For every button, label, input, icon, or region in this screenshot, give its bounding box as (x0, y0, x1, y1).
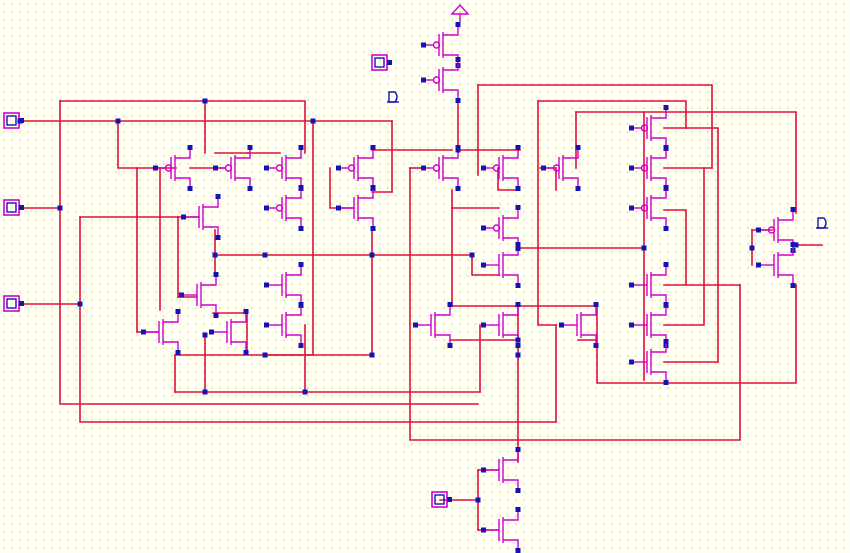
pmos-transistor[interactable] (421, 57, 461, 103)
pmos-transistor[interactable] (421, 145, 461, 191)
junction-node (202, 332, 208, 338)
junction-node (515, 352, 521, 358)
input-pad-icon[interactable] (371, 54, 392, 71)
junction-node (515, 245, 521, 251)
pmos-transistor[interactable] (153, 145, 193, 191)
wire-segment (329, 167, 353, 209)
input-pad-icon[interactable] (3, 295, 24, 312)
junction-node (77, 301, 83, 307)
wire-layer (19, 84, 823, 531)
nmos-transistor[interactable] (756, 242, 796, 288)
wire-segment (451, 189, 500, 209)
wire-segment (471, 254, 500, 276)
transistor-layer (141, 22, 796, 553)
pmos-transistor[interactable] (756, 207, 796, 253)
nmos-transistor[interactable] (481, 507, 521, 553)
nmos-transistor[interactable] (481, 447, 521, 493)
wire-segment (497, 167, 519, 191)
nmos-transistor[interactable] (629, 339, 669, 385)
wire-segment (117, 120, 154, 169)
junction-node (369, 252, 375, 258)
junction-node (115, 118, 121, 124)
input-pad-icon[interactable] (3, 199, 24, 216)
nmos-transistor[interactable] (413, 302, 453, 348)
nmos-transistor[interactable] (629, 302, 669, 348)
nmos-transistor[interactable] (181, 194, 221, 240)
output-pin-icon[interactable] (387, 91, 399, 103)
input-pad-icon[interactable] (431, 491, 452, 508)
nmos-transistor[interactable] (264, 302, 304, 348)
wire-segment (409, 167, 741, 441)
junction-node (57, 205, 63, 211)
wire-segment (663, 167, 705, 326)
junction-node (212, 252, 218, 258)
pmos-transistor[interactable] (264, 185, 304, 231)
pmos-transistor[interactable] (629, 145, 669, 191)
wire-segment (663, 209, 687, 286)
junction-node (515, 337, 521, 343)
pmos-transistor[interactable] (213, 145, 253, 191)
node-layer (17, 98, 799, 503)
pmos-transistor[interactable] (481, 205, 521, 251)
pmos-transistor[interactable] (264, 145, 304, 191)
wire-segment (685, 127, 719, 363)
junction-node (262, 352, 268, 358)
nmos-transistor[interactable] (559, 302, 599, 348)
wire-segment (477, 84, 713, 169)
nmos-transistor[interactable] (336, 185, 376, 231)
pmos-transistor[interactable] (421, 22, 461, 68)
wire-segment (596, 284, 797, 384)
nmos-transistor[interactable] (481, 302, 521, 348)
wire-segment (59, 100, 306, 154)
junction-node (202, 389, 208, 395)
wire-segment (264, 227, 373, 356)
junction-node (310, 118, 316, 124)
pmos-transistor[interactable] (481, 145, 521, 191)
nmos-transistor[interactable] (481, 242, 521, 288)
junction-node (455, 147, 461, 153)
wire-segment (264, 120, 314, 356)
nmos-transistor[interactable] (141, 309, 181, 355)
pmos-transistor[interactable] (336, 145, 376, 191)
wire-segment (79, 216, 557, 423)
nmos-transistor[interactable] (264, 262, 304, 308)
nmos-transistor[interactable] (179, 272, 219, 318)
nmos-transistor[interactable] (629, 262, 669, 308)
junction-node (302, 389, 308, 395)
output-pin-icon[interactable] (816, 217, 828, 229)
junction-node (262, 252, 268, 258)
pmos-transistor[interactable] (629, 185, 669, 231)
wire-segment (537, 100, 687, 129)
junction-node (17, 118, 23, 124)
pmos-transistor[interactable] (541, 145, 581, 191)
junction-node (469, 252, 475, 258)
wire-segment (537, 100, 557, 326)
junction-node (749, 245, 755, 251)
wire-segment (59, 100, 479, 405)
junction-node (202, 98, 208, 104)
junction-node (475, 497, 481, 503)
wire-segment (575, 111, 797, 214)
junction-node (641, 245, 647, 251)
vdd-supply-icon (450, 3, 470, 22)
junction-node (793, 242, 799, 248)
nmos-transistor[interactable] (209, 309, 249, 355)
junction-node (369, 352, 375, 358)
